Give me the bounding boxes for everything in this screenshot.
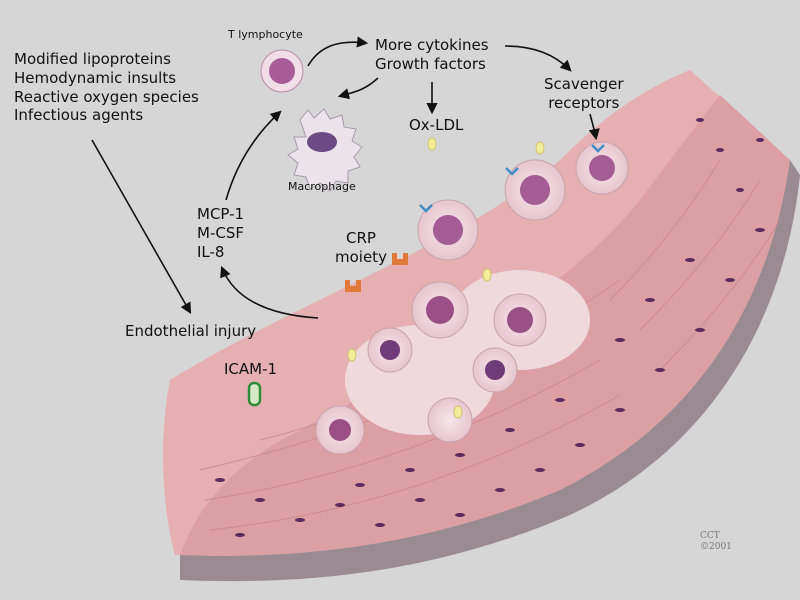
endothelial-injury-label: Endothelial injury <box>125 322 257 340</box>
icam-1-shape <box>247 381 262 407</box>
factor-item: Infectious agents <box>14 106 144 125</box>
cytokines-label: More cytokines Growth factors <box>375 36 489 73</box>
icam-1-label: ICAM-1 <box>224 360 278 378</box>
arrow-factors-to-injury <box>91 139 192 314</box>
ox-ldl-label: Ox-LDL <box>409 116 464 134</box>
macrophage-cell <box>287 108 363 192</box>
macrophage-label: Macrophage <box>288 180 356 193</box>
arrow-chemokines-to-macrophage <box>225 110 282 201</box>
chemokines-label: MCP-1 M-CSF IL-8 <box>197 205 245 261</box>
arrows <box>91 36 600 319</box>
monocytes <box>417 141 629 261</box>
t-lymphocyte-cell <box>260 49 304 93</box>
arrow-injury-to-chemokines <box>220 265 319 319</box>
arrow-scavenger-to-receptor <box>588 113 600 141</box>
scavenger-receptors-label: Scavenger receptors <box>544 75 624 112</box>
factor-item: Hemodynamic insults <box>14 68 177 87</box>
factor-item: Modified lipoproteins <box>14 50 171 68</box>
t-lymphocyte-label: T lymphocyte <box>228 28 303 41</box>
crp-moiety-label: CRP moiety <box>335 229 387 266</box>
scavenger-receptor-marks <box>419 144 605 213</box>
smooth-muscle-nuclei <box>215 118 765 537</box>
factor-item: Reactive oxygen species <box>14 87 199 106</box>
arrow-tcell-to-cytokines <box>307 36 369 67</box>
arrow-cytokines-to-scavenger <box>504 45 572 72</box>
risk-factors-list: Modified lipoproteins Hemodynamic insult… <box>14 50 199 125</box>
arrow-cytokines-to-macrophage <box>337 77 379 100</box>
crp-moiety-shapes <box>345 253 408 292</box>
ox-ldl-particles <box>347 137 545 419</box>
copyright-credit: CCT ©2001 <box>700 531 732 553</box>
